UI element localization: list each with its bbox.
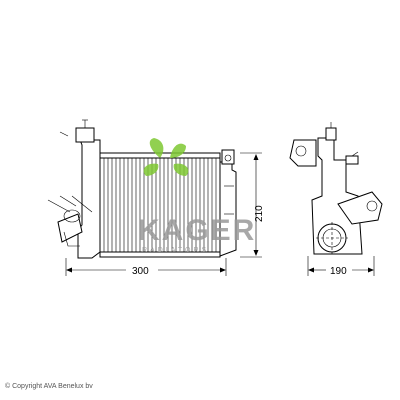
front-view: 210 300 (47, 119, 265, 277)
left-tank (77, 139, 101, 259)
width-dimension-label: 300 (132, 266, 149, 277)
leaf-logo-icon (143, 138, 189, 176)
kager-watermark: KAGER RADIATORS (138, 138, 256, 254)
width-dimension: 300 (65, 258, 227, 277)
copyright-notice: © Copyright AVA Benelux bv (5, 383, 93, 390)
depth-dimension-label: 190 (330, 266, 347, 277)
brand-tagline: RADIATORS (142, 247, 209, 254)
side-profile (311, 137, 363, 255)
height-dimension-label: 210 (254, 205, 265, 222)
depth-dimension: 190 (307, 256, 375, 277)
height-dimension: 210 (240, 152, 265, 258)
side-view: 190 (289, 122, 383, 277)
top-inlet-pipe (75, 127, 95, 143)
brand-text: KAGER (138, 214, 256, 247)
